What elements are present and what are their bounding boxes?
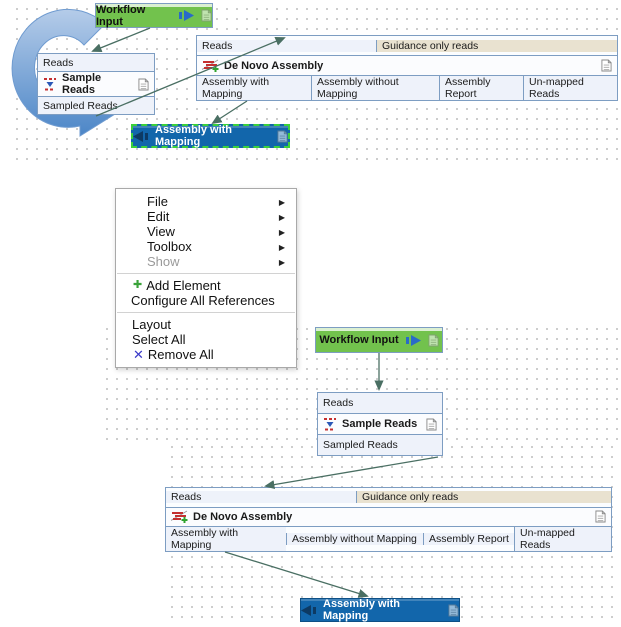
menu-item-file[interactable]: File ▶ [116, 194, 296, 209]
port-label: Sampled Reads [43, 99, 118, 112]
de-novo-title-row[interactable]: De Novo Assembly [197, 55, 617, 75]
menu-item-label: File [147, 194, 168, 209]
document-icon [201, 9, 212, 22]
de-novo-assembly-icon [171, 510, 188, 524]
menu-item-select-all[interactable]: Select All [116, 332, 296, 347]
de-novo-title-row[interactable]: De Novo Assembly [166, 506, 611, 526]
document-icon [595, 510, 606, 523]
port-label: Guidance only reads [382, 39, 479, 52]
document-icon [428, 334, 439, 347]
output-port-assembly-report[interactable]: Assembly Report [423, 533, 514, 545]
document-icon [277, 130, 288, 143]
workflow-output-icon [133, 130, 148, 142]
port-label: Assembly with Mapping [202, 76, 270, 100]
submenu-arrow-icon: ▶ [278, 198, 285, 207]
submenu-arrow-icon: ▶ [278, 213, 285, 222]
workflow-output-icon [301, 604, 316, 616]
port-label: Reads [323, 397, 354, 409]
output-port-assembly-with-mapping[interactable]: Assembly with Mapping [197, 76, 311, 100]
submenu-arrow-icon: ▶ [278, 228, 285, 237]
port-label: Assembly Report [429, 533, 509, 545]
workflow-output-node[interactable]: Assembly with Mapping [300, 598, 460, 622]
tool-name: De Novo Assembly [193, 510, 293, 523]
output-port-un-mapped-reads[interactable]: Un-mapped Reads [514, 527, 611, 551]
output-port-assembly-without-mapping[interactable]: Assembly without Mapping [311, 76, 439, 100]
input-port-reads[interactable]: Reads [318, 393, 442, 413]
document-icon [448, 604, 459, 617]
port-label: Assembly Report [445, 76, 491, 100]
menu-item-remove-all[interactable]: ✕ Remove All [116, 347, 296, 362]
menu-item-label: Show [147, 254, 180, 269]
context-menu: File ▶ Edit ▶ View ▶ Toolbox ▶ Show ▶ ✚ … [115, 188, 297, 368]
menu-item-label: View [147, 224, 175, 239]
output-port-sampled-reads[interactable]: Sampled Reads [318, 434, 442, 455]
menu-item-label: Select All [132, 332, 186, 347]
output-port-sampled-reads[interactable]: Sampled Reads [38, 96, 154, 114]
menu-item-view[interactable]: View ▶ [116, 224, 296, 239]
input-port-reads[interactable]: Reads [166, 491, 356, 504]
workflow-input-node[interactable]: Workflow Input [95, 3, 213, 28]
tool-name: De Novo Assembly [224, 59, 324, 72]
sample-reads-icon [43, 77, 57, 91]
tool-name: Sample Reads [342, 418, 418, 430]
output-port-assembly-report[interactable]: Assembly Report [439, 76, 523, 100]
menu-item-label: Remove All [147, 347, 214, 362]
output-port-un-mapped-reads[interactable]: Un-mapped Reads [523, 76, 617, 100]
output-port-assembly-with-mapping[interactable]: Assembly with Mapping [166, 527, 286, 551]
sample-reads-node[interactable]: Reads Sample Reads Sampled Reads [37, 53, 155, 115]
port-label: Assembly without Mapping [317, 76, 399, 100]
input-port-reads[interactable]: Reads [197, 39, 376, 52]
sample-reads-title-row[interactable]: Sample Reads [318, 413, 442, 434]
sample-reads-icon [323, 417, 337, 431]
menu-item-configure-all-references[interactable]: Configure All References [116, 293, 296, 308]
menu-item-label: Edit [147, 209, 170, 224]
de-novo-assembly-node[interactable]: Reads Guidance only reads De Novo Assemb… [196, 35, 618, 101]
menu-item-label: Configure All References [131, 293, 275, 308]
de-novo-assembly-icon [202, 59, 219, 72]
port-label: Guidance only reads [362, 491, 459, 504]
menu-item-toolbox[interactable]: Toolbox ▶ [116, 239, 296, 254]
port-label: Un-mapped Reads [520, 527, 575, 551]
plus-icon: ✚ [133, 279, 143, 291]
port-label: Reads [202, 39, 233, 52]
sample-reads-node[interactable]: Reads Sample Reads Sampled Reads [317, 392, 443, 456]
input-port-guidance-only-reads[interactable]: Guidance only reads [356, 491, 611, 504]
workflow-input-label: Workflow Input [319, 334, 399, 346]
output-port-assembly-without-mapping[interactable]: Assembly without Mapping [286, 533, 423, 545]
menu-item-label: Layout [132, 317, 172, 332]
input-port-reads[interactable]: Reads [38, 54, 154, 71]
workflow-input-label: Workflow Input [96, 3, 146, 28]
menu-item-show: Show ▶ [116, 254, 296, 269]
document-icon [426, 418, 437, 431]
tool-name: Sample Reads [62, 72, 102, 96]
workflow-input-icon [179, 10, 194, 21]
port-label: Assembly with Mapping [171, 527, 239, 551]
menu-item-add-element[interactable]: ✚ Add Element [116, 278, 296, 293]
port-label: Un-mapped Reads [529, 76, 584, 100]
submenu-arrow-icon: ▶ [278, 258, 285, 267]
menu-item-edit[interactable]: Edit ▶ [116, 209, 296, 224]
port-label: Reads [43, 56, 74, 69]
x-icon: ✕ [133, 347, 144, 362]
workflow-output-node-selected[interactable]: Assembly with Mapping [131, 124, 290, 148]
document-icon [601, 59, 612, 72]
menu-item-layout[interactable]: Layout [116, 317, 296, 332]
submenu-arrow-icon: ▶ [278, 243, 285, 252]
menu-item-label: Add Element [146, 278, 221, 293]
workflow-output-label: Assembly with Mapping [323, 598, 401, 622]
menu-separator [117, 273, 295, 274]
workflow-input-icon [405, 334, 421, 346]
port-label: Reads [171, 491, 202, 504]
workflow-output-label: Assembly with Mapping [155, 124, 233, 148]
sample-reads-title-row[interactable]: Sample Reads [38, 71, 154, 96]
menu-item-label: Toolbox [147, 239, 192, 254]
input-port-guidance-only-reads[interactable]: Guidance only reads [376, 39, 617, 52]
de-novo-assembly-node[interactable]: Reads Guidance only reads De Novo Assemb… [165, 487, 612, 552]
port-label: Assembly without Mapping [292, 533, 417, 545]
menu-separator [117, 312, 295, 313]
port-label: Sampled Reads [323, 439, 398, 451]
document-icon [138, 78, 149, 91]
workflow-input-node[interactable]: Workflow Input [315, 327, 443, 353]
